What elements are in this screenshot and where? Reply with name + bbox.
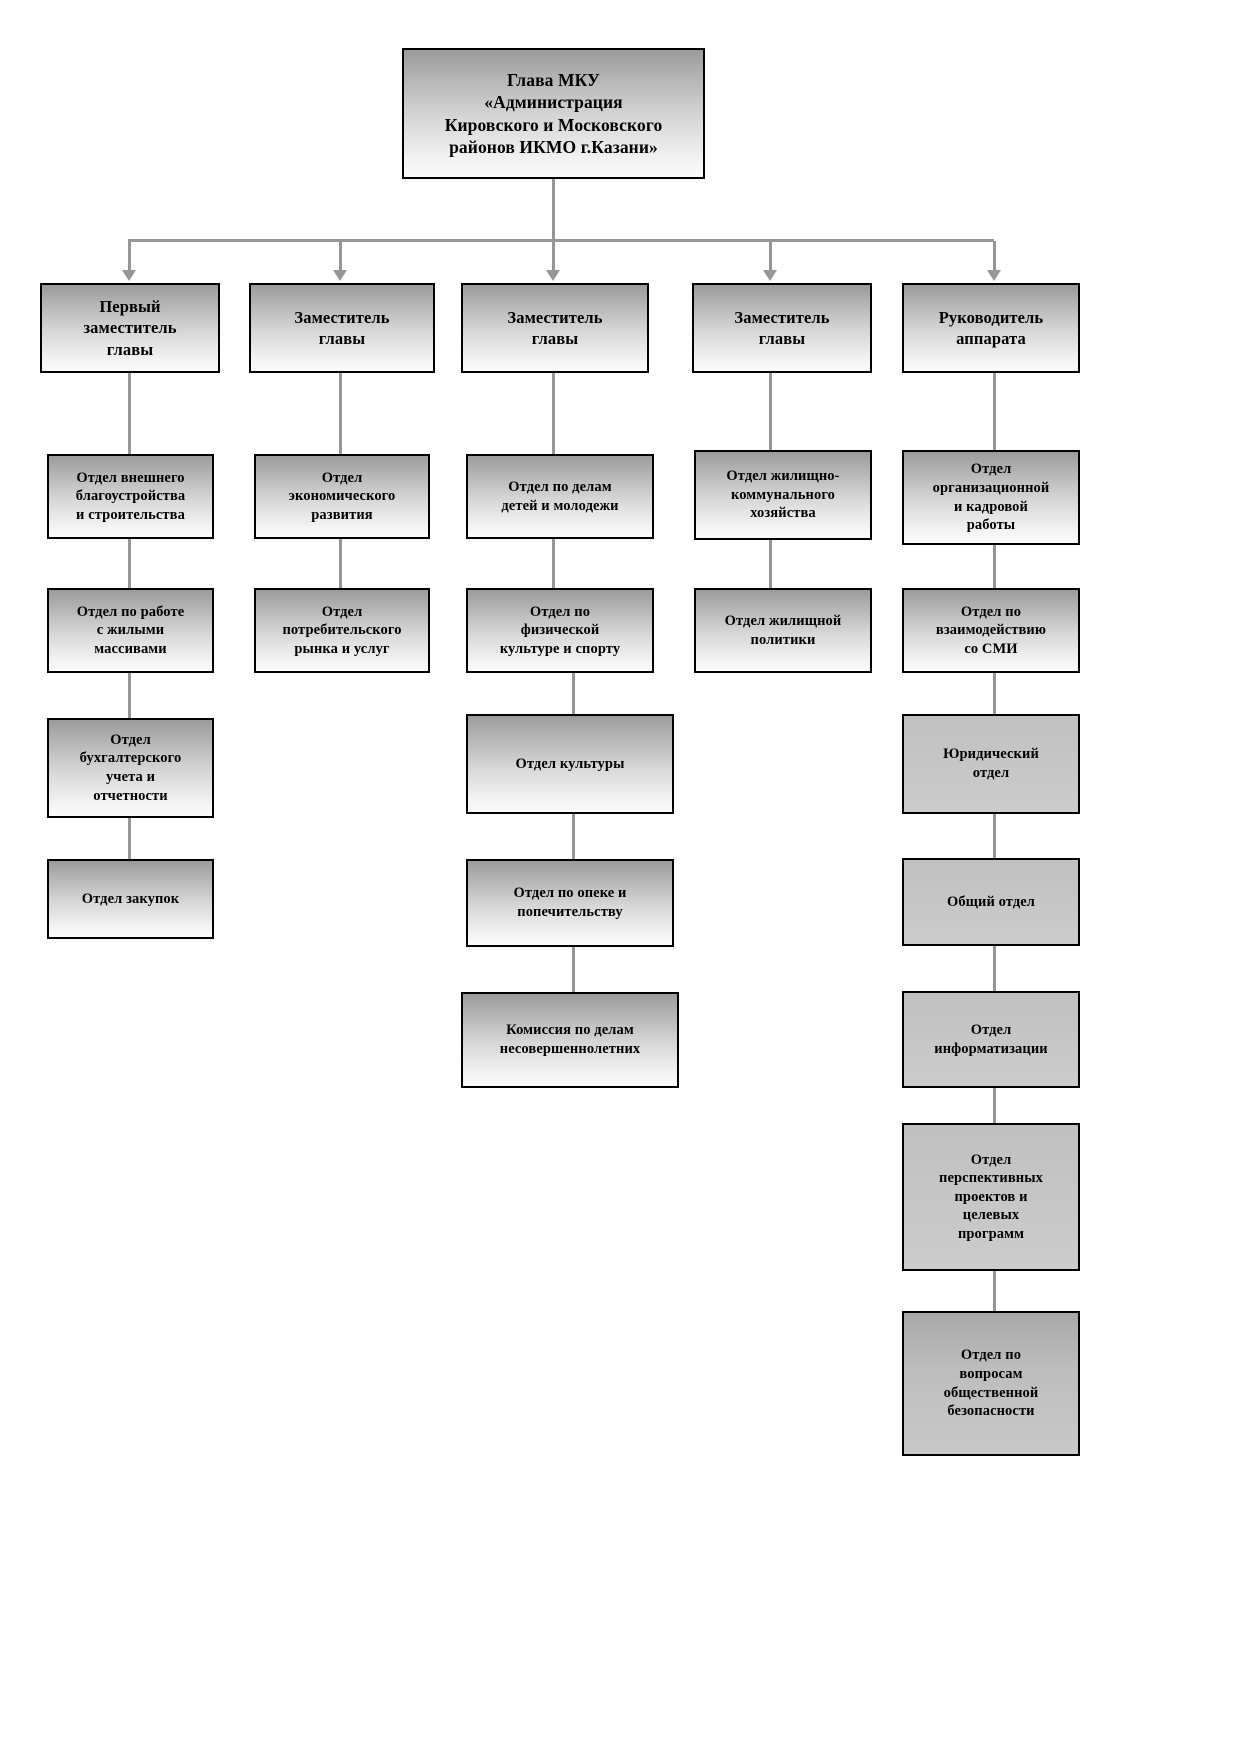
node-col1-child-0[interactable]: Отдел внешнего благоустройства и строите…: [47, 454, 214, 539]
connector-bus-to-col1: [128, 241, 131, 272]
node-label: Отдел перспективных проектов и целевых п…: [939, 1151, 1043, 1242]
node-label: Отдел по делам детей и молодежи: [501, 478, 619, 514]
node-col5-child-1[interactable]: Отдел по взаимодействию со СМИ: [902, 588, 1080, 673]
node-col5-child-0[interactable]: Отдел организационной и кадровой работы: [902, 450, 1080, 545]
node-label: Отдел по работе с жилыми массивами: [76, 603, 185, 657]
node-col4-child-0[interactable]: Отдел жилищно- коммунального хозяйства: [694, 450, 872, 540]
node-col1-child-1[interactable]: Отдел по работе с жилыми массивами: [47, 588, 214, 673]
connector-col4-0-to-1: [769, 540, 772, 588]
node-label: Заместитель главы: [734, 307, 830, 348]
arrowhead-col4: [763, 270, 777, 281]
node-col4-head[interactable]: Заместитель главы: [692, 283, 872, 373]
connector-root-bus: [128, 239, 994, 242]
node-col5-child-3[interactable]: Общий отдел: [902, 858, 1080, 946]
connector-col3-3-to-4: [572, 947, 575, 993]
node-label: Отдел по опеке и попечительству: [513, 885, 627, 920]
connector-col4-head-to-0: [769, 373, 772, 451]
node-label: Первый заместитель главы: [83, 297, 177, 359]
connector-col1-head-to-0: [128, 373, 131, 455]
connector-col5-2-to-3: [993, 814, 996, 859]
connector-col2-head-to-0: [339, 373, 342, 455]
node-label: Отдел по вопросам общественной безопасно…: [943, 1347, 1039, 1420]
node-root[interactable]: Глава МКУ «Администрация Кировского и Мо…: [402, 48, 705, 179]
arrowhead-col3: [546, 270, 560, 281]
node-label: Отдел потребительского рынка и услуг: [282, 603, 402, 657]
connector-bus-to-col4: [769, 241, 772, 272]
node-col3-child-2[interactable]: Отдел культуры: [466, 714, 674, 814]
connector-col5-1-to-2: [993, 673, 996, 715]
node-label: Заместитель главы: [507, 307, 603, 348]
node-col5-child-4[interactable]: Отдел информатизации: [902, 991, 1080, 1088]
node-col3-head[interactable]: Заместитель главы: [461, 283, 649, 373]
node-label: Отдел организационной и кадровой работы: [932, 461, 1050, 534]
node-col2-head[interactable]: Заместитель главы: [249, 283, 435, 373]
connector-bus-to-col5: [993, 241, 996, 272]
node-label: Отдел бухгалтерского учета и отчетности: [79, 731, 182, 804]
node-label: Руководитель аппарата: [938, 307, 1044, 348]
node-label: Отдел информатизации: [934, 1021, 1048, 1057]
node-col3-child-1[interactable]: Отдел по физической культуре и спорту: [466, 588, 654, 673]
node-label: Заместитель главы: [294, 307, 390, 348]
connector-col5-5-to-6: [993, 1271, 996, 1312]
connector-col2-0-to-1: [339, 539, 342, 589]
connector-bus-to-col3: [552, 241, 555, 272]
node-label: Отдел жилищной политики: [724, 612, 842, 648]
node-label: Отдел экономического развития: [288, 469, 396, 523]
connector-col1-2-to-3: [128, 818, 131, 860]
connector-col3-head-to-0: [552, 373, 555, 455]
connector-col5-4-to-5: [993, 1088, 996, 1124]
node-col5-child-2[interactable]: Юридический отдел: [902, 714, 1080, 814]
node-label: Глава МКУ «Администрация Кировского и Мо…: [444, 69, 663, 157]
node-col1-child-2[interactable]: Отдел бухгалтерского учета и отчетности: [47, 718, 214, 818]
node-label: Отдел внешнего благоустройства и строите…: [75, 469, 186, 523]
node-col2-child-1[interactable]: Отдел потребительского рынка и услуг: [254, 588, 430, 673]
node-col5-child-5[interactable]: Отдел перспективных проектов и целевых п…: [902, 1123, 1080, 1271]
node-col5-child-6[interactable]: Отдел по вопросам общественной безопасно…: [902, 1311, 1080, 1456]
connector-col1-0-to-1: [128, 539, 131, 589]
node-label: Комиссия по делам несовершеннолетних: [499, 1022, 641, 1057]
connector-col3-2-to-3: [572, 814, 575, 860]
node-col3-child-4[interactable]: Комиссия по делам несовершеннолетних: [461, 992, 679, 1088]
node-col1-head[interactable]: Первый заместитель главы: [40, 283, 220, 373]
node-col2-child-0[interactable]: Отдел экономического развития: [254, 454, 430, 539]
connector-col5-3-to-4: [993, 946, 996, 992]
node-col4-child-1[interactable]: Отдел жилищной политики: [694, 588, 872, 673]
node-label: Отдел закупок: [81, 890, 180, 907]
connector-col5-head-to-0: [993, 373, 996, 451]
node-label: Общий отдел: [946, 893, 1036, 910]
arrowhead-col5: [987, 270, 1001, 281]
node-label: Отдел жилищно- коммунального хозяйства: [726, 468, 840, 522]
node-label: Отдел по взаимодействию со СМИ: [935, 603, 1047, 657]
node-col3-child-0[interactable]: Отдел по делам детей и молодежи: [466, 454, 654, 539]
connector-col1-1-to-2: [128, 673, 131, 719]
node-label: Отдел по физической культуре и спорту: [499, 603, 621, 657]
arrowhead-col2: [333, 270, 347, 281]
node-col3-child-3[interactable]: Отдел по опеке и попечительству: [466, 859, 674, 947]
node-label: Юридический отдел: [943, 746, 1039, 781]
node-col1-child-3[interactable]: Отдел закупок: [47, 859, 214, 939]
connector-col5-0-to-1: [993, 545, 996, 588]
node-label: Отдел культуры: [515, 755, 625, 772]
connector-bus-to-col2: [339, 241, 342, 272]
connector-col3-0-to-1: [552, 539, 555, 589]
connector-root-stem: [552, 179, 555, 241]
node-col5-head[interactable]: Руководитель аппарата: [902, 283, 1080, 373]
connector-col3-1-to-2: [572, 673, 575, 715]
arrowhead-col1: [122, 270, 136, 281]
